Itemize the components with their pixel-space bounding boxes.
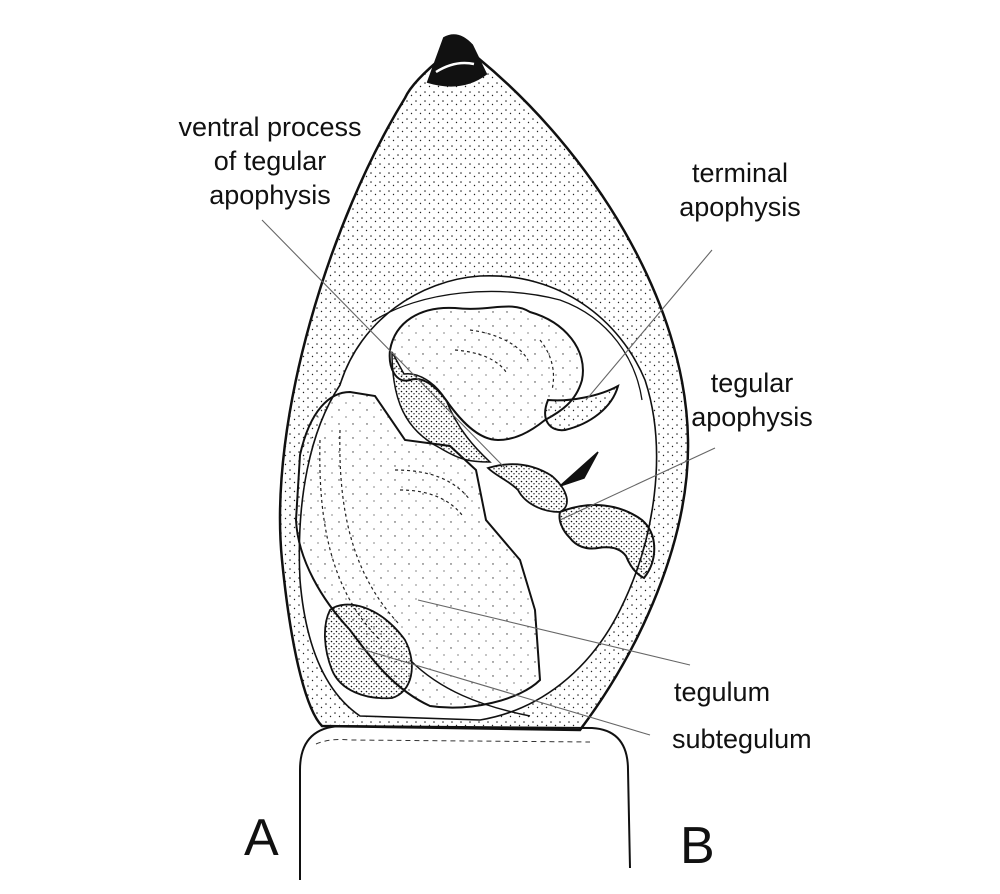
subtegulum-fold	[409, 659, 531, 717]
label-ventral-process: ventral process of tegular apophysis	[165, 110, 375, 212]
label-ventral-process-line-3: apophysis	[209, 180, 331, 210]
leader-ventral-process	[261, 219, 506, 469]
label-terminal-apophysis-line-1: terminal	[691, 158, 789, 188]
label-terminal-apophysis-line-2: apophysis	[679, 192, 801, 222]
tegulum-ridge	[339, 429, 401, 626]
leader-subtegulum	[357, 647, 651, 736]
basal-segment-rim	[315, 739, 591, 745]
embolus-tip	[426, 34, 488, 87]
conductor-ridge	[539, 339, 555, 391]
conductor-ridge	[454, 349, 507, 373]
leader-tegulum	[417, 599, 691, 666]
conductor-dark-edge	[391, 351, 492, 463]
label-subtegulum: subtegulum	[672, 724, 812, 754]
leader-terminal-apophysis	[585, 249, 713, 401]
label-tegular-apophysis-line-2: apophysis	[691, 402, 813, 432]
label-tegular-apophysis-line-1: tegular	[710, 368, 794, 398]
panel-letter-a: A	[244, 809, 279, 867]
basal-segment	[299, 724, 631, 880]
alveolus-inner	[371, 290, 643, 401]
embolus-tip-highlight	[435, 61, 475, 74]
conductor-ridge	[469, 329, 529, 361]
tegulum-ridge	[399, 489, 463, 516]
label-tegulum: tegulum	[674, 677, 771, 707]
label-tegular-apophysis: tegular apophysis	[672, 366, 832, 434]
label-ventral-process-line-2: of tegular	[213, 146, 327, 176]
spine-process	[559, 451, 599, 487]
label-ventral-process-line-1: ventral process	[178, 112, 362, 142]
terminal-apophysis-shape	[544, 383, 620, 432]
panel-letter-b: B	[680, 817, 715, 875]
tegular-apophysis-shape	[558, 504, 656, 580]
leader-tegular-apophysis	[559, 447, 716, 521]
label-terminal-apophysis: terminal apophysis	[660, 156, 820, 224]
